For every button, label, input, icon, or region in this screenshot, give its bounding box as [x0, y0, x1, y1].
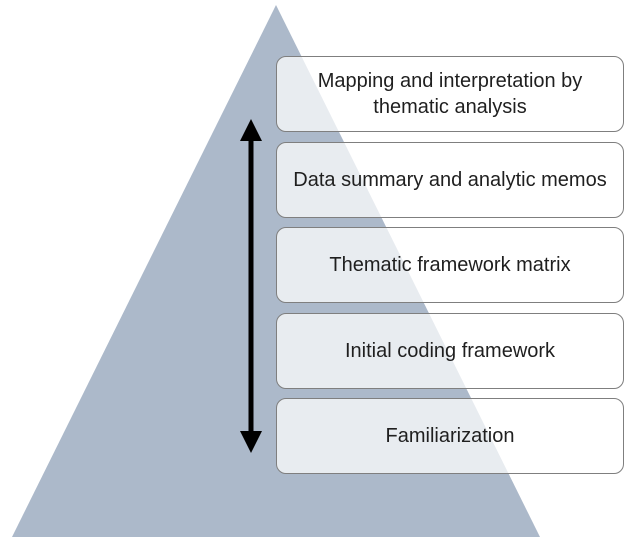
- stage-label: Initial coding framework: [344, 340, 556, 362]
- stage-box-thematic-framework-matrix: Thematic framework matrix: [276, 227, 624, 303]
- stage-label: Familiarization: [385, 425, 515, 447]
- bidirectional-arrow: [240, 119, 262, 453]
- stage-box-familiarization: Familiarization: [276, 398, 624, 474]
- stage-label: Thematic framework matrix: [329, 254, 571, 276]
- stage-box-mapping-interpretation: Mapping and interpretation by thematic a…: [276, 56, 624, 132]
- arrow-head-down: [240, 431, 262, 453]
- stage-box-data-summary: Data summary and analytic memos: [276, 142, 624, 218]
- stage-label: Mapping and interpretation by thematic a…: [317, 70, 583, 118]
- arrow-head-up: [240, 119, 262, 141]
- stage-label: Data summary and analytic memos: [293, 169, 607, 191]
- stage-box-initial-coding-framework: Initial coding framework: [276, 313, 624, 389]
